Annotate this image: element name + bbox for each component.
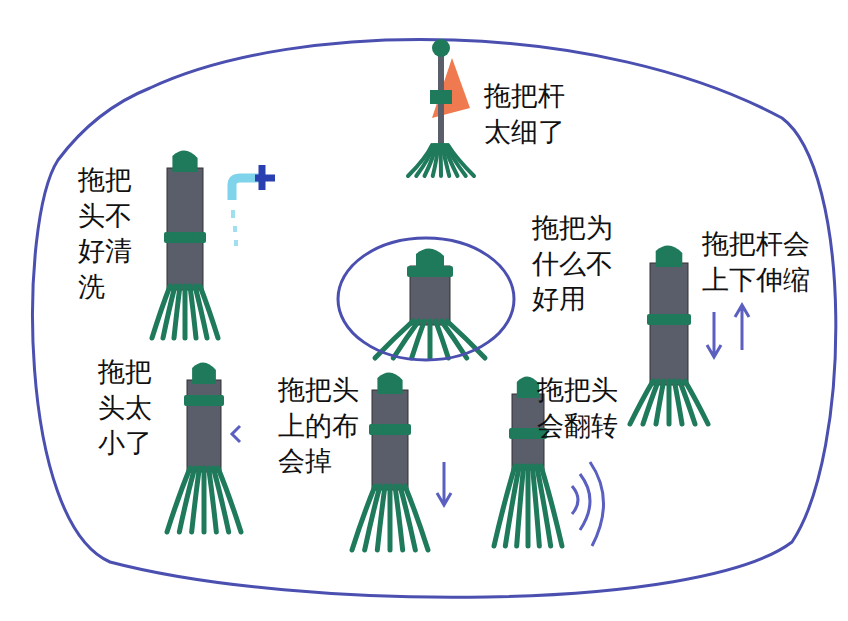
central-question: 拖把为 什么不 好用	[532, 210, 613, 317]
mop-part	[440, 145, 441, 176]
mop-part	[172, 150, 197, 172]
mop-part	[200, 286, 218, 338]
thin-mop-figure	[408, 39, 474, 176]
mop-part	[647, 314, 691, 325]
mop-part	[174, 286, 180, 338]
problem-label: 拖把头 上的布 会掉	[278, 372, 359, 479]
mop-part	[164, 232, 206, 243]
mop-part	[667, 381, 672, 424]
problem-label: 拖把头 会翻转	[537, 372, 618, 443]
mop-part	[192, 468, 200, 532]
mop-figure	[630, 245, 708, 424]
mop-part	[388, 486, 393, 550]
mop-part	[541, 466, 562, 546]
mop-part	[377, 486, 385, 550]
mop-figure	[152, 150, 218, 338]
mop-drawings	[152, 39, 708, 550]
ellipse-outline	[336, 236, 516, 362]
mop-figure	[352, 372, 428, 550]
outer-outline	[33, 39, 836, 597]
mop-part	[432, 58, 470, 118]
mop-part	[377, 372, 402, 394]
mop-part	[430, 90, 452, 104]
mop-part	[407, 266, 453, 277]
mop-part	[372, 390, 408, 490]
problem-label: 拖把 头太 小了	[98, 354, 152, 461]
mop-part	[656, 245, 683, 267]
mop-part	[167, 168, 203, 290]
mop-part	[183, 286, 188, 338]
problem-label: 拖把杆 太细了	[484, 78, 565, 149]
mop-part	[218, 468, 241, 532]
mop-part	[192, 362, 216, 384]
problem-label: 拖把杆会 上下伸缩	[702, 226, 810, 297]
mop-figure	[375, 248, 485, 358]
problem-label: 拖把 头不 好清 洗	[78, 162, 132, 305]
mop-part	[656, 381, 664, 424]
mop-part	[202, 468, 207, 532]
mop-part	[184, 395, 224, 406]
mop-part	[369, 424, 411, 435]
mop-part	[517, 376, 539, 398]
mop-part	[517, 466, 524, 546]
faucet-icon	[232, 165, 275, 246]
mop-part	[428, 321, 433, 358]
mop-part	[405, 486, 428, 550]
mop-part	[433, 145, 438, 176]
mop-part	[432, 39, 450, 57]
mop-part	[412, 321, 425, 358]
central-ellipse: 拖把为 什么不 好用	[336, 236, 516, 362]
mop-part	[187, 380, 221, 472]
mop-part	[448, 145, 474, 176]
mop-figure	[167, 362, 241, 532]
mop-part	[685, 381, 708, 424]
mop-part	[526, 466, 531, 546]
